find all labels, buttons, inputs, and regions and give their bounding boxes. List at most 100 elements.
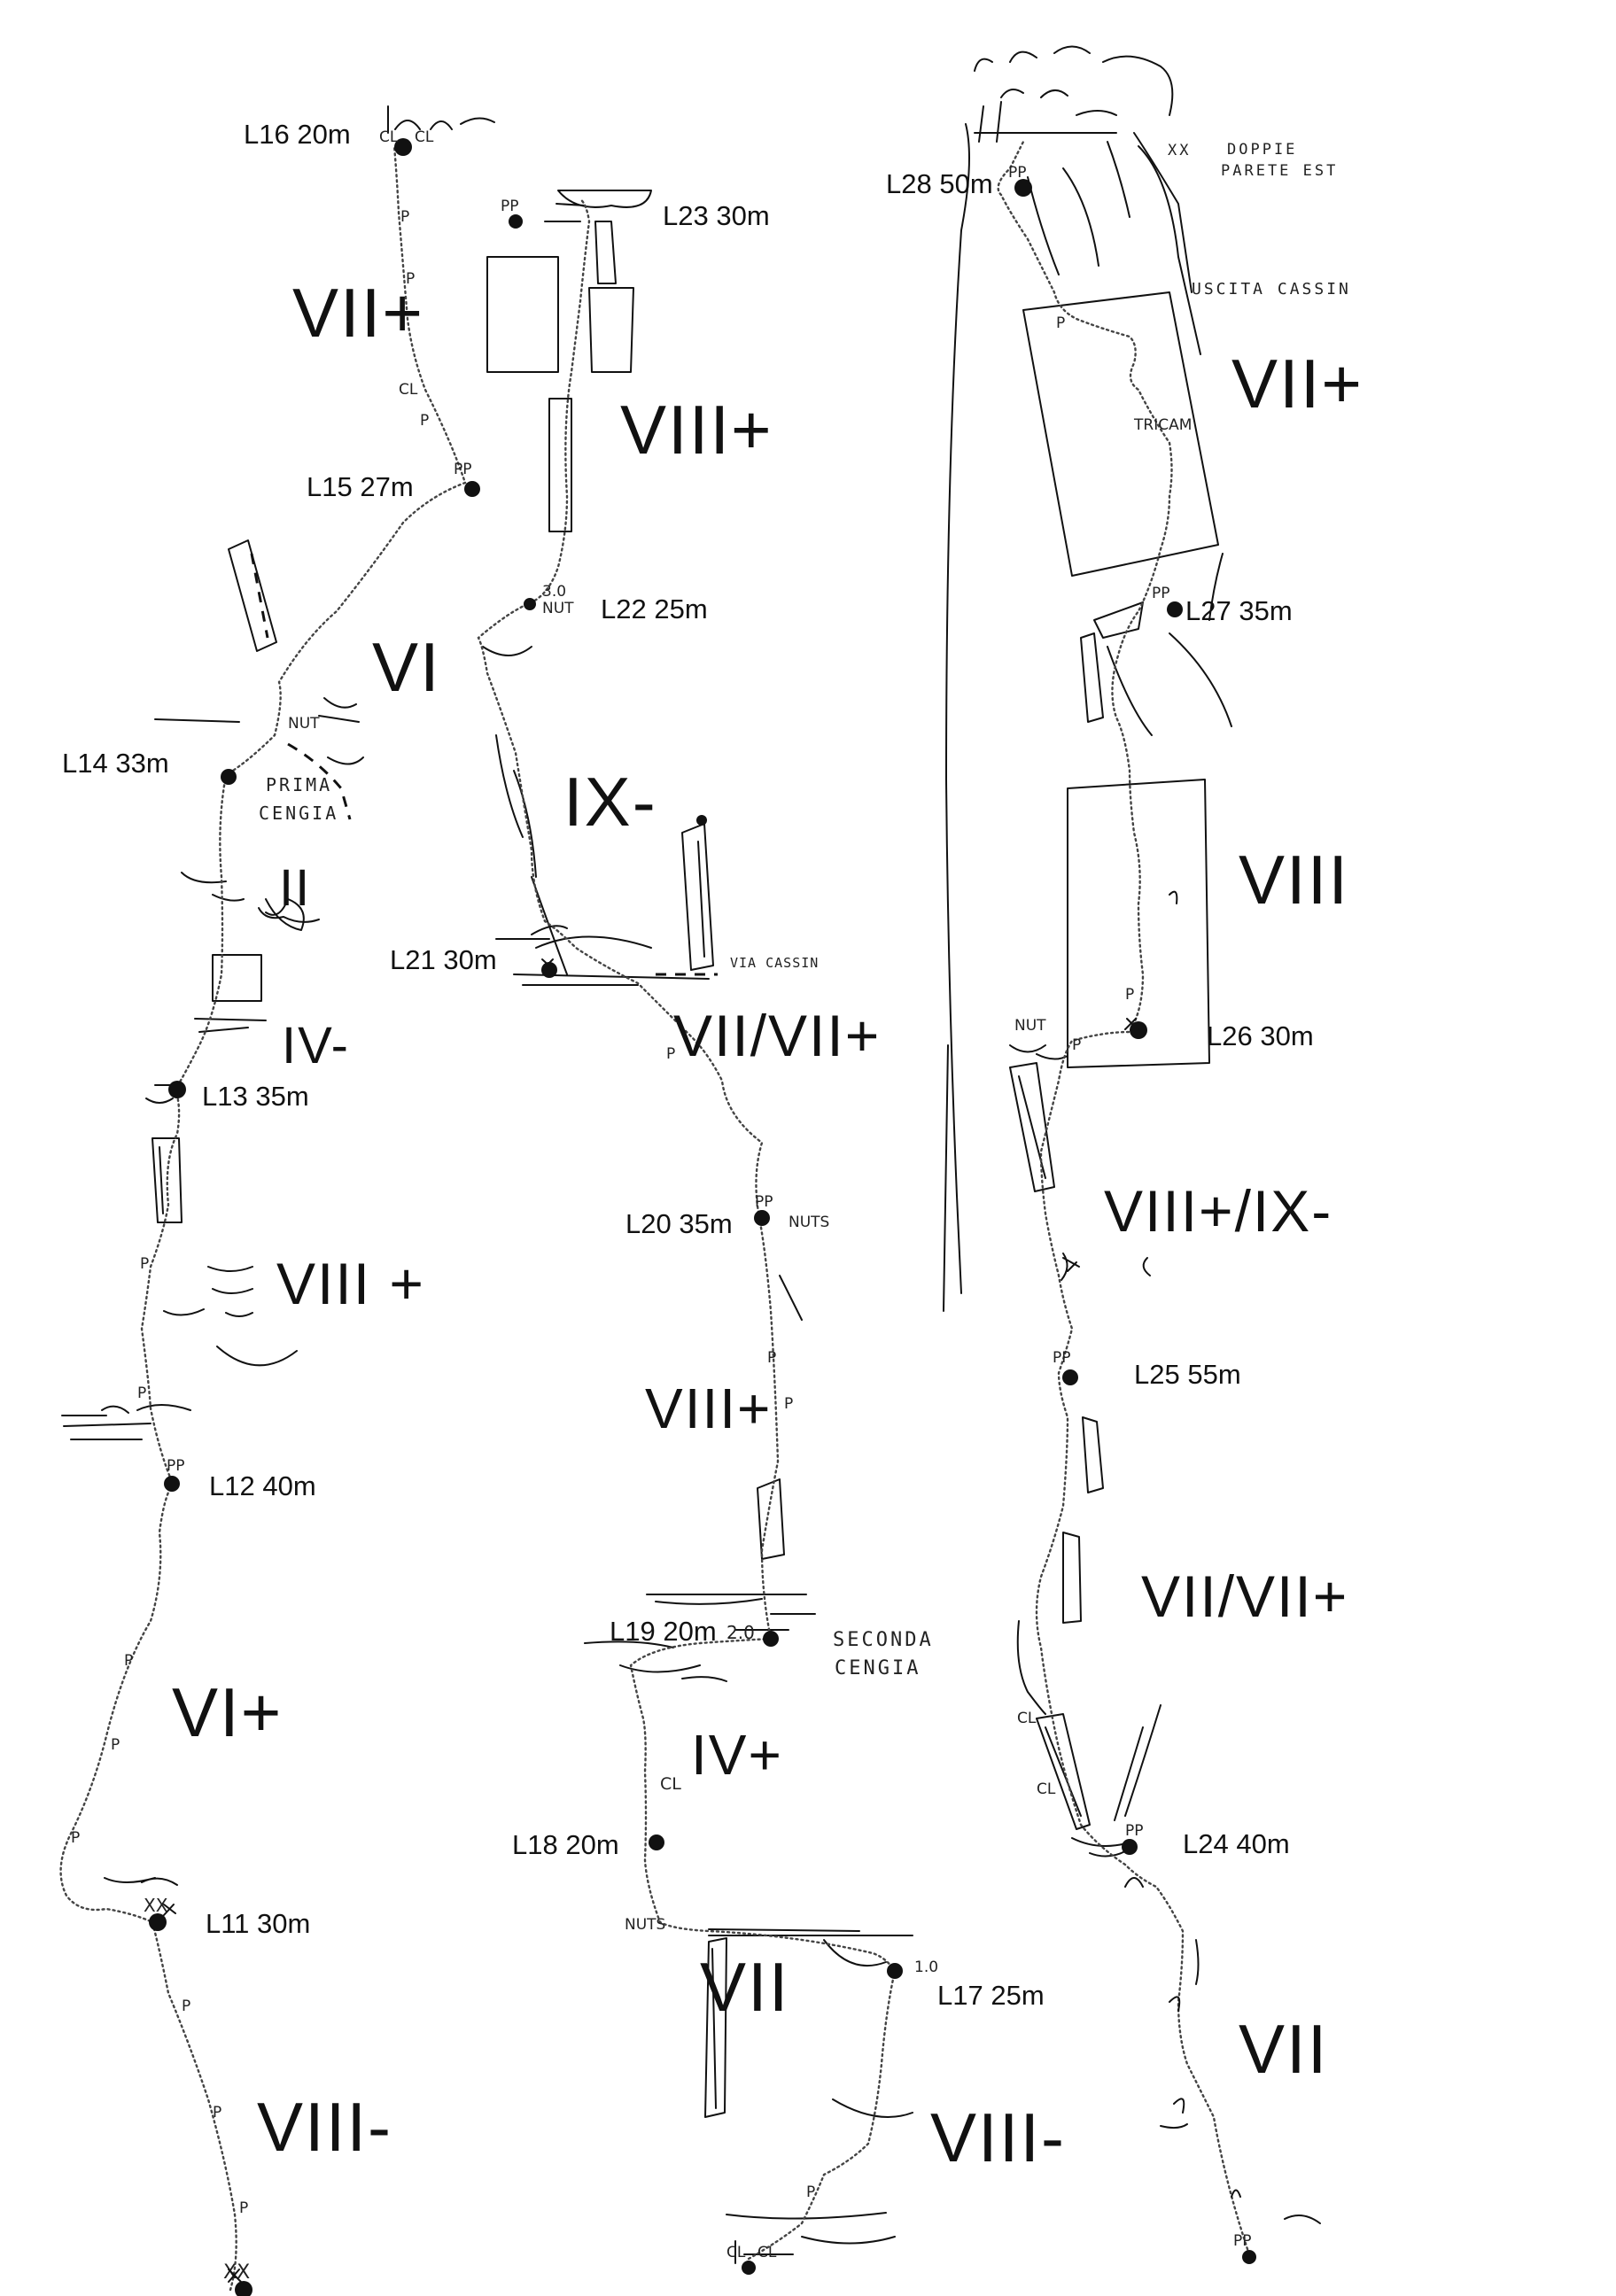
grade-l14a: II: [279, 859, 311, 917]
belay-l27: [1167, 601, 1183, 617]
note-nuts-l20: NUTS: [789, 1214, 829, 1231]
belay-l16: [394, 138, 412, 156]
pitch-label-l27: L27 35m: [1185, 595, 1293, 626]
note-p-2: P: [213, 2104, 221, 2121]
pitch-label-l20: L20 35m: [625, 1208, 733, 1239]
belay-l14: [221, 769, 237, 785]
grade-l24: VII: [1239, 2010, 1328, 2088]
pitch-label-l18: L18 20m: [512, 1829, 619, 1860]
pitch-label-l26: L26 30m: [1207, 1020, 1314, 1051]
belay-l15: [464, 481, 480, 497]
belay-l20: [754, 1210, 770, 1226]
note-p-6: P: [124, 1652, 133, 1670]
grade-l17: VIII-: [930, 2098, 1066, 2176]
note-3-0: 3.0: [542, 583, 566, 601]
belay-bottom-right: [1242, 2250, 1256, 2264]
belay-l24: [1122, 1839, 1138, 1855]
belay-l19: [763, 1631, 779, 1647]
grade-l25: VII/VII+: [1141, 1563, 1348, 1629]
note-doppie: DOPPIE: [1227, 141, 1297, 159]
belay-l13: [168, 1081, 186, 1098]
note-cl-l24: CL: [1017, 1710, 1037, 1727]
rock-features-left: [61, 105, 495, 1886]
note-cl-l16b: CL: [415, 128, 434, 146]
note-pp-l12: PP: [167, 1457, 185, 1475]
belay-l17: [887, 1963, 903, 1979]
belay-l21: [541, 962, 557, 978]
grade-l23: VIII+: [620, 391, 773, 469]
bolt-marks: [163, 890, 1241, 2283]
pitch-label-l22: L22 25m: [601, 593, 708, 624]
note-p-16: P: [1072, 1036, 1081, 1054]
pitch-label-l12: L12 40m: [209, 1470, 316, 1501]
note-pp-l24: PP: [1125, 1822, 1144, 1840]
belay-l22: [524, 598, 536, 610]
pitch-label-l21: L21 30m: [390, 944, 497, 975]
note-cl-l16: CL: [379, 128, 399, 146]
note-p-1: P: [239, 2199, 248, 2217]
note-p-8: P: [140, 1255, 149, 1273]
belay-l28: [1014, 179, 1032, 197]
annotations: PRIMA CENGIA SECONDA CENGIA VIA CASSIN U…: [71, 128, 1348, 2284]
route-line-right: [997, 140, 1251, 2256]
note-pp-l23: PP: [501, 198, 519, 215]
note-pp-l27: PP: [1152, 585, 1170, 602]
grade-l20: VIII+: [645, 1377, 772, 1440]
belay-l23: [509, 214, 523, 229]
note-pp-l15: PP: [454, 461, 472, 478]
pitch-label-l17: L17 25m: [937, 1980, 1045, 2011]
note-via-cassin: VIA CASSIN: [730, 955, 819, 971]
note-cl-l24b: CL: [1037, 1780, 1056, 1798]
note-p-9: P: [400, 208, 409, 226]
belay-start: [235, 2281, 252, 2296]
note-2-0: 2.0: [726, 1622, 755, 1643]
note-pp-l25: PP: [1053, 1349, 1071, 1367]
note-p-7: P: [137, 1385, 146, 1402]
rock-features-right: [943, 45, 1321, 2224]
note-pp-bottom-right: PP: [1233, 2232, 1252, 2250]
note-p-14: P: [784, 1395, 793, 1413]
note-nuts-l18: NUTS: [625, 1916, 665, 1934]
note-pp-l20: PP: [755, 1193, 773, 1211]
pitch-label-l11: L11 30m: [206, 1908, 310, 1939]
route-line-left: [59, 144, 467, 2292]
note-nut-l22: NUT: [542, 600, 574, 617]
note-p-17: P: [1056, 314, 1065, 332]
note-1-0: 1.0: [914, 1959, 938, 1976]
pitch-label-l19: L19 20m: [610, 1616, 717, 1647]
note-p-13: P: [767, 1349, 776, 1367]
grade-l13: VIII +: [276, 1251, 425, 1316]
grade-l27: VIII: [1239, 841, 1349, 919]
note-nut-l26: NUT: [1014, 1017, 1046, 1035]
note-xx-doppie: XX: [1168, 142, 1191, 159]
pitch-label-l16: L16 20m: [244, 119, 351, 150]
pitch-label-l13: L13 35m: [202, 1081, 309, 1112]
pitch-label-l24: L24 40m: [1183, 1828, 1290, 1859]
pitch-label-l25: L25 55m: [1134, 1359, 1241, 1390]
belay-via-cassin-top: [696, 815, 707, 826]
belay-l12: [164, 1476, 180, 1492]
grade-l28: VII+: [1231, 345, 1364, 423]
grade-l16: VII+: [292, 274, 424, 352]
note-cl-bottom: CL: [726, 2244, 746, 2261]
note-p-3: P: [182, 1997, 190, 2015]
note-seconda-cengia: CENGIA: [835, 1657, 921, 1679]
note-prima: PRIMA: [266, 774, 332, 795]
pitch-label-l15: L15 27m: [307, 471, 414, 502]
grade-l15: VI: [372, 628, 441, 706]
grade-l22: IX-: [563, 763, 657, 841]
belay-l18: [649, 1834, 664, 1850]
note-p-15: P: [1125, 986, 1134, 1004]
grade-l12: VI+: [172, 1673, 283, 1751]
note-cl-bottom-b: CL: [758, 2244, 777, 2261]
note-prima-cengia: CENGIA: [259, 803, 338, 824]
note-p-5: P: [111, 1736, 120, 1754]
pitch-labels: L11 30m L12 40m L13 35m L14 33m L15 27m …: [62, 119, 1314, 2011]
note-p-11: P: [420, 412, 429, 430]
note-pp-l28: PP: [1008, 164, 1027, 182]
note-p-18: P: [806, 2184, 815, 2201]
note-p-4: P: [71, 1829, 80, 1847]
belay-l25: [1062, 1369, 1078, 1385]
note-p-12: P: [666, 1045, 675, 1063]
